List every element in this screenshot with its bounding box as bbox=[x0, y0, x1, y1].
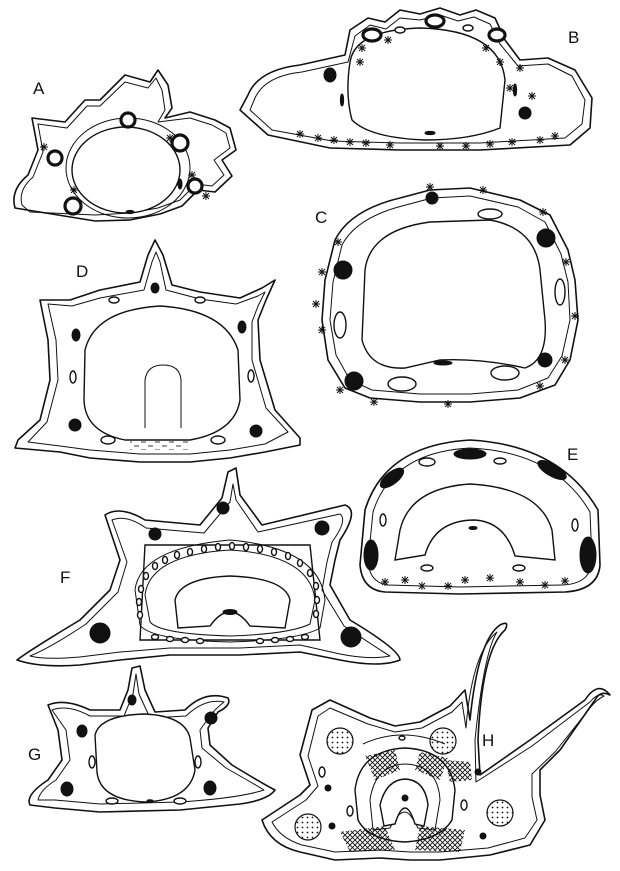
panel-d-label: D bbox=[76, 262, 88, 281]
panel-b-label: B bbox=[568, 28, 579, 47]
panel-g-label: G bbox=[28, 745, 41, 764]
panel-f: F bbox=[17, 468, 400, 666]
panel-h: H bbox=[262, 623, 610, 860]
panel-d: D bbox=[15, 240, 300, 462]
panel-g: G bbox=[28, 666, 275, 812]
panel-e-label: E bbox=[567, 445, 578, 464]
panel-f-label: F bbox=[60, 568, 70, 587]
panel-a-label: A bbox=[33, 79, 45, 98]
panel-c: C bbox=[312, 183, 579, 408]
panel-b: B bbox=[240, 8, 592, 150]
panel-h-label: H bbox=[482, 731, 494, 750]
panel-c-label: C bbox=[315, 208, 327, 227]
panel-e: E bbox=[360, 440, 600, 594]
panel-a: A bbox=[14, 70, 236, 221]
